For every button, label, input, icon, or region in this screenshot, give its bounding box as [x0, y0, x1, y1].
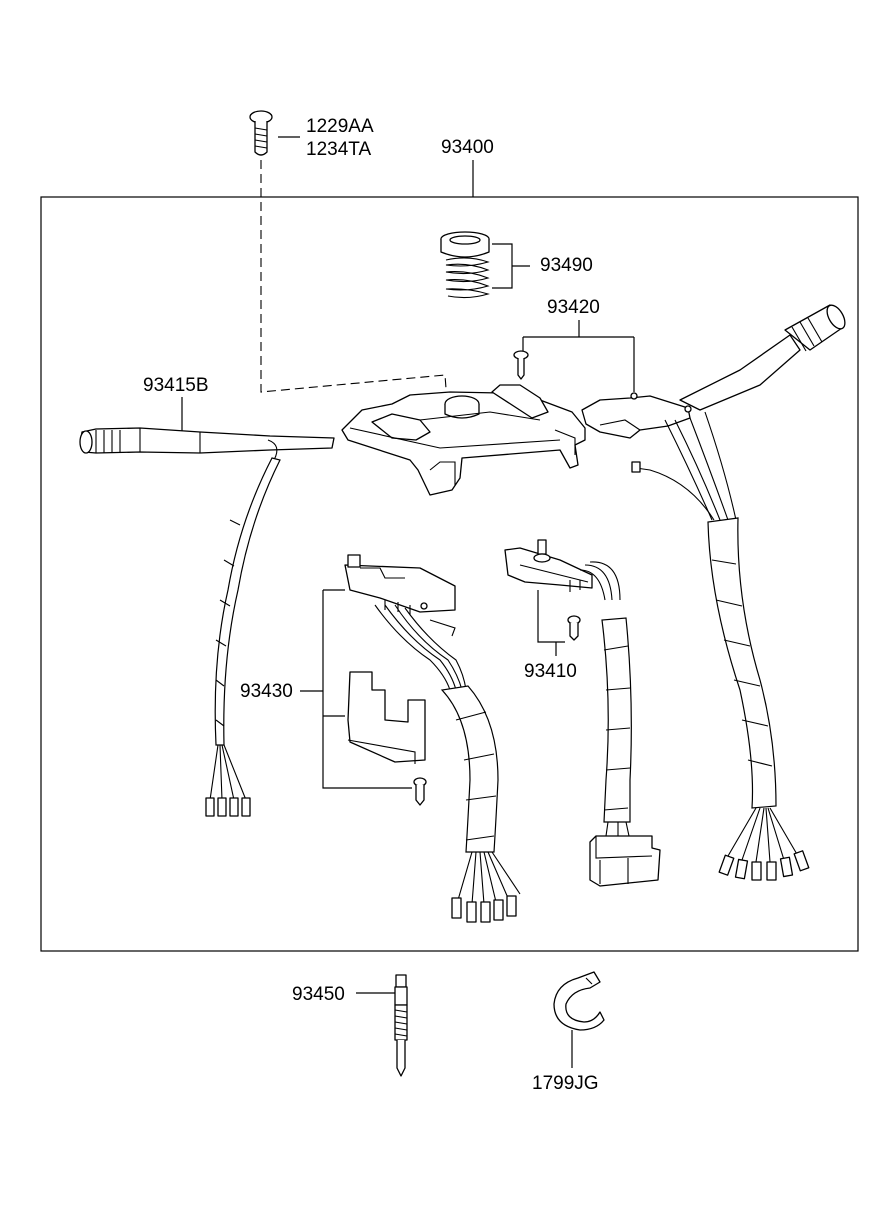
label-1799JG: 1799JG [532, 1073, 599, 1094]
right-lever [679, 304, 846, 411]
bottom-switch-bracket [300, 589, 412, 789]
label-93450: 93450 [292, 984, 345, 1005]
bottom-switch-housing [344, 554, 467, 691]
left-harness [205, 457, 281, 817]
assembly-frame [40, 196, 859, 952]
small-screw [513, 350, 529, 380]
right-switch [581, 392, 692, 439]
left-lever [79, 427, 335, 461]
label-93490: 93490 [540, 255, 593, 276]
pin-93450 [394, 974, 408, 1077]
label-93415B: 93415B [143, 375, 209, 396]
label-93430: 93430 [240, 681, 293, 702]
right-harness [631, 411, 810, 881]
screw-dashed-path [260, 160, 448, 403]
label-1234TA: 1234TA [306, 139, 371, 160]
middle-switch-bracket [537, 590, 565, 656]
bottom-harness [440, 685, 521, 923]
label-93400: 93400 [441, 137, 494, 158]
center-base-plate [341, 384, 586, 496]
middle-harness [579, 561, 661, 887]
label-1229AA: 1229AA [306, 116, 374, 137]
label-93420: 93420 [547, 297, 600, 318]
top-screw [249, 110, 273, 156]
bottom-screw [413, 777, 427, 806]
bottom-switch-bracket-plate [347, 671, 426, 764]
middle-screw [567, 615, 581, 641]
label-93410: 93410 [524, 661, 577, 682]
right-switch-bracket [522, 320, 635, 392]
clip-1799JG [553, 971, 605, 1031]
cap-spring [440, 231, 490, 299]
middle-switch [504, 539, 593, 592]
cap-bracket [492, 243, 530, 289]
